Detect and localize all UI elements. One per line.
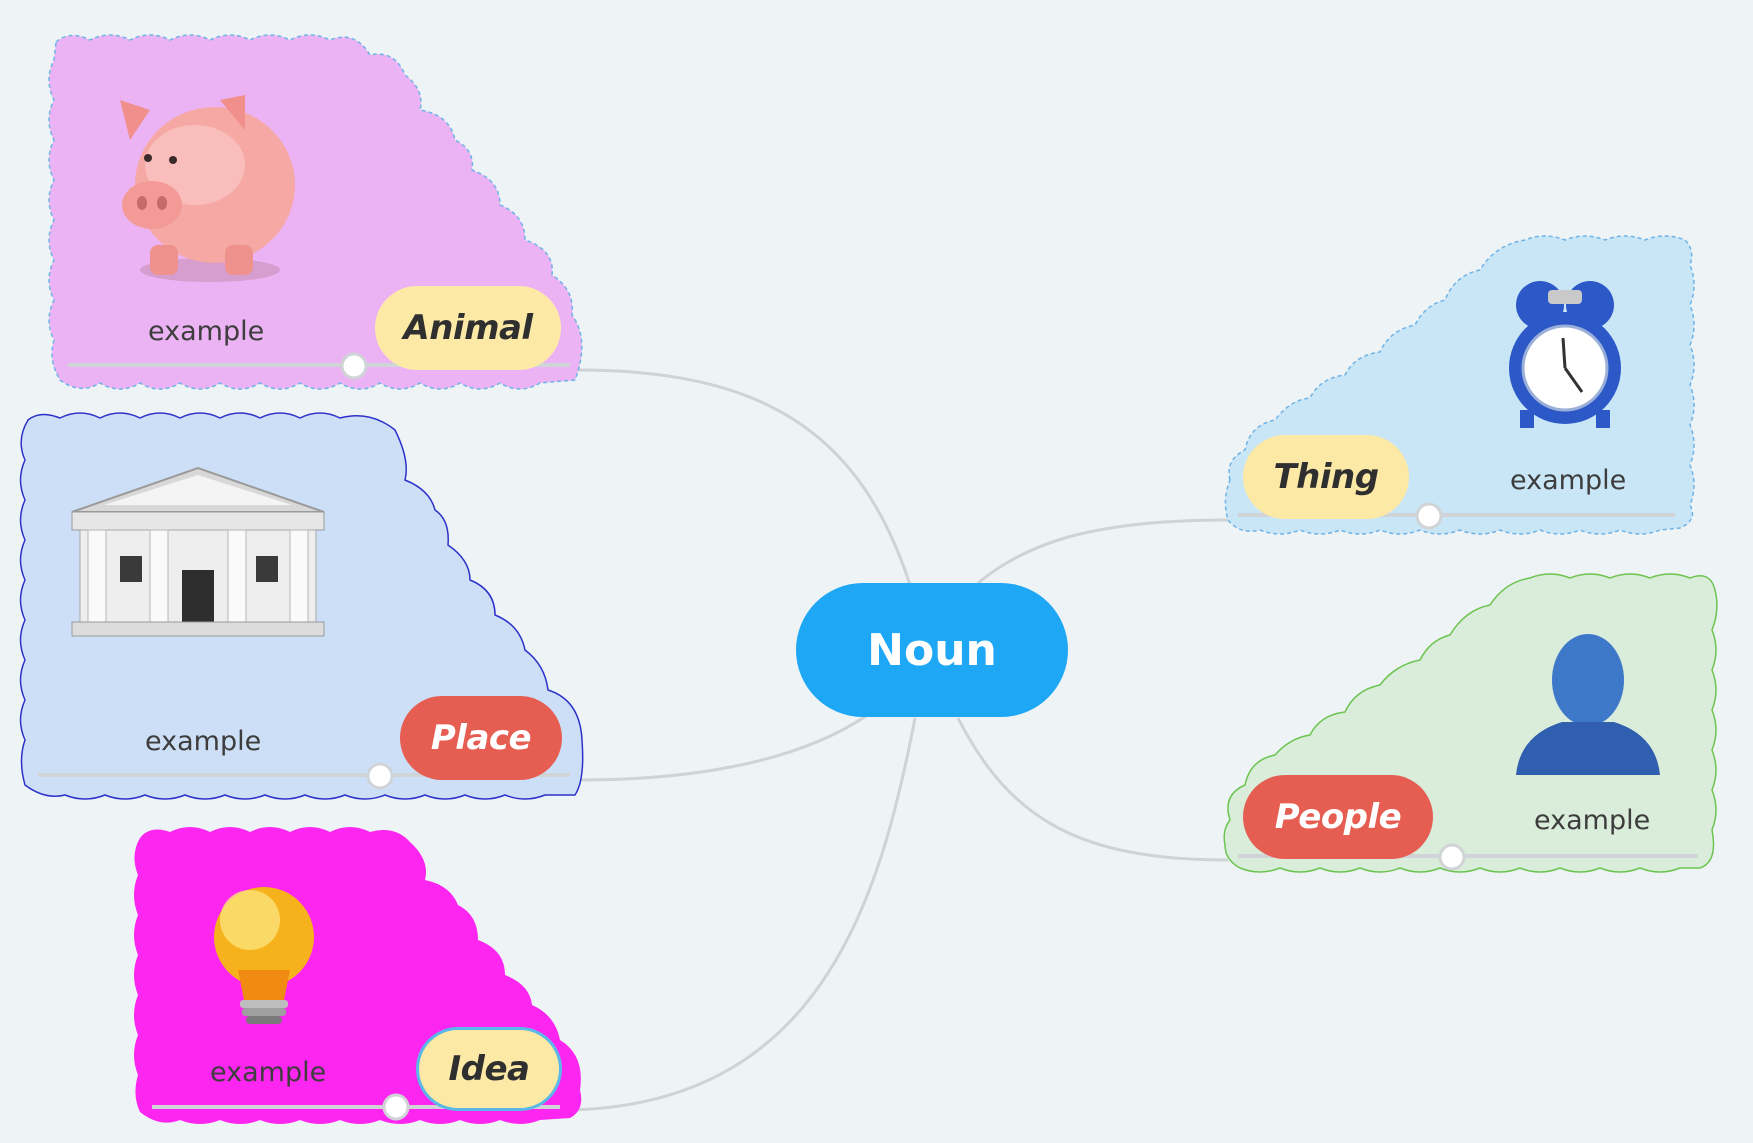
place-collapse-knob[interactable] (366, 762, 394, 790)
people-topic[interactable]: People (1243, 775, 1433, 859)
building-icon (71, 466, 325, 637)
idea-example-label: example (210, 1057, 327, 1088)
piggy-bank-icon (120, 95, 295, 282)
person-silhouette-icon (1516, 634, 1660, 775)
thing-topic[interactable]: Thing (1243, 435, 1409, 519)
alarm-clock-icon (1509, 281, 1621, 428)
central-topic[interactable]: Noun (796, 583, 1068, 717)
thing-collapse-knob[interactable] (1415, 502, 1443, 530)
connector-animal (577, 368, 912, 586)
idea-topic[interactable]: Idea (416, 1027, 562, 1111)
collapse-knobs[interactable] (340, 352, 1466, 1121)
connector-thing (977, 518, 1229, 585)
place-example-label: example (145, 726, 262, 757)
animal-example-label: example (148, 316, 265, 347)
connectors (559, 368, 1229, 1112)
connector-place (577, 714, 867, 782)
idea-collapse-knob[interactable] (382, 1093, 410, 1121)
animal-topic[interactable]: Animal (375, 286, 561, 370)
animal-collapse-knob[interactable] (340, 352, 368, 380)
connector-idea (559, 717, 917, 1112)
thing-example-label: example (1510, 465, 1627, 496)
people-collapse-knob[interactable] (1438, 843, 1466, 871)
place-topic[interactable]: Place (400, 696, 562, 780)
people-example-label: example (1534, 805, 1651, 836)
lightbulb-icon (214, 887, 314, 1024)
connector-people (956, 717, 1229, 862)
